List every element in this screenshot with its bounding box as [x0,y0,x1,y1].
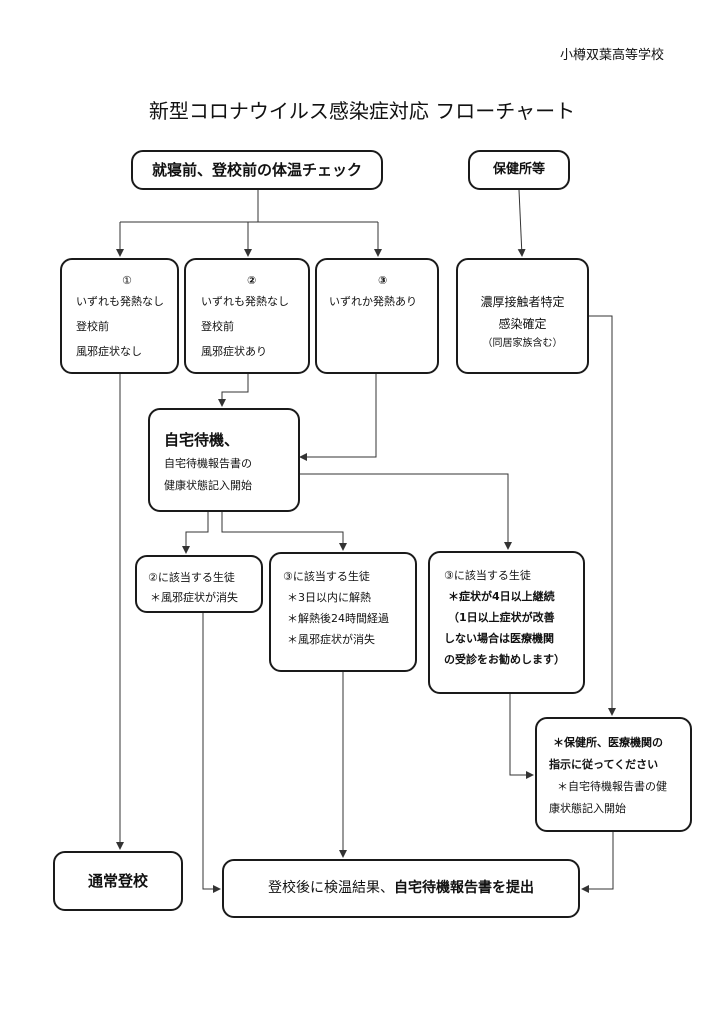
student-case2-line: ＊風邪症状が消失 [150,591,238,604]
continued-line: ③に該当する生徒 [444,569,531,582]
contact-line: 感染確定 [498,317,547,331]
submit-bold-text: 自宅待機報告書を提出 [394,880,534,896]
school-name: 小樽双葉高等学校 [560,48,665,63]
case-1-line: 風邪症状なし [76,345,142,358]
student-case3-recovered-box: ③に該当する生徒 ＊3日以内に解熱 ＊解熱後24時間経過 ＊風邪症状が消失 [269,552,417,672]
submit-normal-text: 登校後に検温結果、 [268,880,394,896]
student-case2-line: ②に該当する生徒 [148,571,235,584]
contact-line: 濃厚接触者特定 [480,295,565,309]
case-1-line: いずれも発熱なし [76,295,164,308]
continued-bold-line: しない場合は医療機関 [444,632,554,645]
follow-line: ＊自宅待機報告書の健 [557,780,667,793]
follow-instructions-box: ＊保健所、医療機関の 指示に従ってください ＊自宅待機報告書の健 康状態記入開始 [535,717,692,832]
contact-box: 濃厚接触者特定 感染確定 （同居家族含む） [456,258,589,374]
follow-bold-line: ＊保健所、医療機関の [553,736,663,749]
student-case3-line: ＊3日以内に解熱 [287,591,371,604]
student-case3-line: ③に該当する生徒 [283,570,370,583]
case-2-line: 風邪症状あり [201,345,267,358]
student-case3-continued-box: ③に該当する生徒 ＊症状が4日以上継続 （1日以上症状が改善 しない場合は医療機… [428,551,585,694]
home-wait-heading: 自宅待機、 [164,431,240,449]
temperature-check-box: 就寝前、登校前の体温チェック [131,150,383,190]
submit-report-box: 登校後に検温結果、自宅待機報告書を提出 [222,859,580,918]
page-title: 新型コロナウイルス感染症対応 フローチャート [148,99,576,123]
health-center-box: 保健所等 [468,150,570,190]
temperature-check-label: 就寝前、登校前の体温チェック [151,161,362,179]
follow-line: 康状態記入開始 [549,802,626,815]
case-2-number: ② [247,274,257,287]
student-case2-box: ②に該当する生徒 ＊風邪症状が消失 [135,555,263,613]
health-center-label: 保健所等 [492,162,545,177]
follow-bold-line: 指示に従ってください [549,758,659,771]
contact-note: （同居家族含む） [482,338,563,349]
student-case3-line: ＊解熱後24時間経過 [287,612,389,625]
case-2-line: 登校前 [201,320,234,333]
continued-bold-line: の受診をお勧めします） [444,653,565,666]
case-3-box: ③ いずれか発熱あり [315,258,439,374]
normal-attendance-box: 通常登校 [53,851,183,911]
case-3-line: いずれか発熱あり [329,295,417,308]
case-1-box: ① いずれも発熱なし 登校前 風邪症状なし [60,258,179,374]
student-case3-line: ＊風邪症状が消失 [287,633,375,646]
case-1-line: 登校前 [76,320,109,333]
home-wait-line: 健康状態記入開始 [164,479,252,492]
home-wait-box: 自宅待機、 自宅待機報告書の 健康状態記入開始 [148,408,300,512]
case-1-number: ① [122,274,132,287]
case-2-box: ② いずれも発熱なし 登校前 風邪症状あり [184,258,310,374]
continued-bold-line: （1日以上症状が改善 [448,611,555,624]
continued-bold-line: ＊症状が4日以上継続 [448,590,555,603]
case-3-number: ③ [378,274,388,287]
home-wait-line: 自宅待機報告書の [164,457,252,470]
normal-attendance-label: 通常登校 [87,872,148,890]
case-2-line: いずれも発熱なし [201,295,289,308]
